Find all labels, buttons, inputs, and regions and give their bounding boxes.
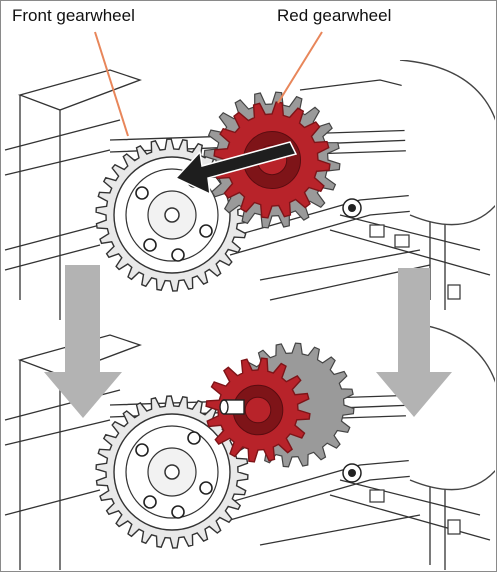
front-gear-bolt [135,186,149,200]
arrow-left-icon [174,141,298,196]
front-gear-bolt [187,431,201,445]
panel-divider [2,320,495,323]
front-gear-ring [125,168,219,262]
front-gearwheel-bottom [95,395,249,549]
front-gear-bolt [135,443,149,457]
shaft-end [219,399,229,415]
front-gear-bolt [199,481,213,495]
bolt-bottom [342,463,362,483]
front-gear-bolt [143,495,157,509]
front-gear-bolt [199,224,213,238]
arrow-down-icon [44,265,122,418]
clips-top [369,224,461,300]
front-gear-center [164,464,180,480]
red-gearwheel-label: Red gearwheel [277,6,392,25]
front-gearwheel-leader [94,31,129,137]
clips-bottom [369,489,461,535]
cover-arc-top [399,60,495,226]
red-gear-center [244,396,272,424]
front-gear-ring [125,425,219,519]
bolt-top [342,198,362,218]
front-gearwheel-label: Front gearwheel [12,6,135,25]
red-gearwheel-bottom [205,357,311,463]
front-gear-bolt [143,238,157,252]
red-gearwheel-leader [277,31,323,104]
arrow-down-icon [376,268,452,417]
front-gear-bolt [171,505,185,519]
shaft-stub [219,399,245,415]
front-gear-bolt [171,248,185,262]
front-gear-center [164,207,180,223]
